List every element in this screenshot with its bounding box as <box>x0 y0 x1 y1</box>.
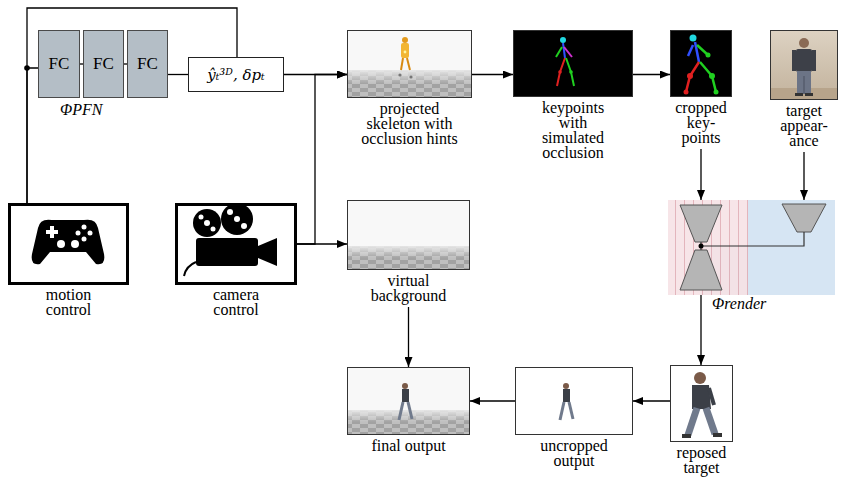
node-text: ŷₜ³ᴰ, δpₜ <box>207 65 265 85</box>
render-network-node: Φrender <box>668 200 835 295</box>
image-panel: keypoints with simulated occlusion <box>513 30 633 97</box>
projected-skeleton-image <box>347 30 472 98</box>
image-panel: reposed target <box>670 365 733 442</box>
connector <box>297 243 347 244</box>
fc-layer: FC <box>38 30 80 98</box>
fc-layer: FC <box>127 30 168 98</box>
control-box: camera control <box>175 203 297 285</box>
node-caption: virtual background <box>364 273 454 303</box>
output-box: ŷₜ³ᴰ, δpₜ <box>188 57 284 92</box>
connector <box>27 8 237 203</box>
keypoints-image <box>513 30 633 97</box>
network-label: ΦPFN <box>60 101 102 119</box>
node-caption: Φrender <box>712 296 766 312</box>
connector <box>408 307 409 367</box>
image-panel: projected skeleton with occlusion hints <box>347 30 472 98</box>
camera-icon <box>184 203 277 276</box>
node-caption: camera control <box>201 287 271 317</box>
node-caption: target appear- ance <box>768 103 840 148</box>
image-panel: target appear- ance <box>770 30 838 100</box>
node-caption: keypoints with simulated occlusion <box>528 100 618 160</box>
node-text: FC <box>49 54 70 74</box>
connector <box>168 74 188 75</box>
reposed-target-image <box>670 365 733 442</box>
gamepad-icon <box>32 220 105 265</box>
node-caption: uncropped output <box>529 438 619 468</box>
connector <box>700 149 701 200</box>
connector <box>470 400 515 401</box>
image-panel: virtual background <box>347 200 470 270</box>
node-caption: projected skeleton with occlusion hints <box>354 101 466 146</box>
uncropped-output-image <box>515 367 633 435</box>
virtual-background-image <box>347 200 470 270</box>
connector <box>472 74 513 75</box>
final-output-image <box>347 367 470 435</box>
cropped-keypoints-image <box>670 30 732 97</box>
connector <box>27 68 38 203</box>
target-appearance-photo <box>770 30 838 100</box>
connector <box>297 75 347 245</box>
node-text: FC <box>137 54 158 74</box>
connector <box>633 400 670 401</box>
connector <box>633 74 670 75</box>
node-caption: cropped key- points <box>668 100 734 145</box>
image-panel: final output <box>347 367 470 435</box>
node-caption: reposed target <box>667 445 737 475</box>
connector <box>700 295 701 365</box>
node-caption: motion control <box>34 287 104 317</box>
fc-layer: FC <box>83 30 124 98</box>
connector <box>803 152 804 200</box>
node-text: FC <box>93 54 114 74</box>
image-panel: uncropped output <box>515 367 633 435</box>
render-network <box>668 200 835 295</box>
node-caption: final output <box>349 438 469 453</box>
control-box: motion control <box>8 203 129 285</box>
image-panel: cropped key- points <box>670 30 732 97</box>
